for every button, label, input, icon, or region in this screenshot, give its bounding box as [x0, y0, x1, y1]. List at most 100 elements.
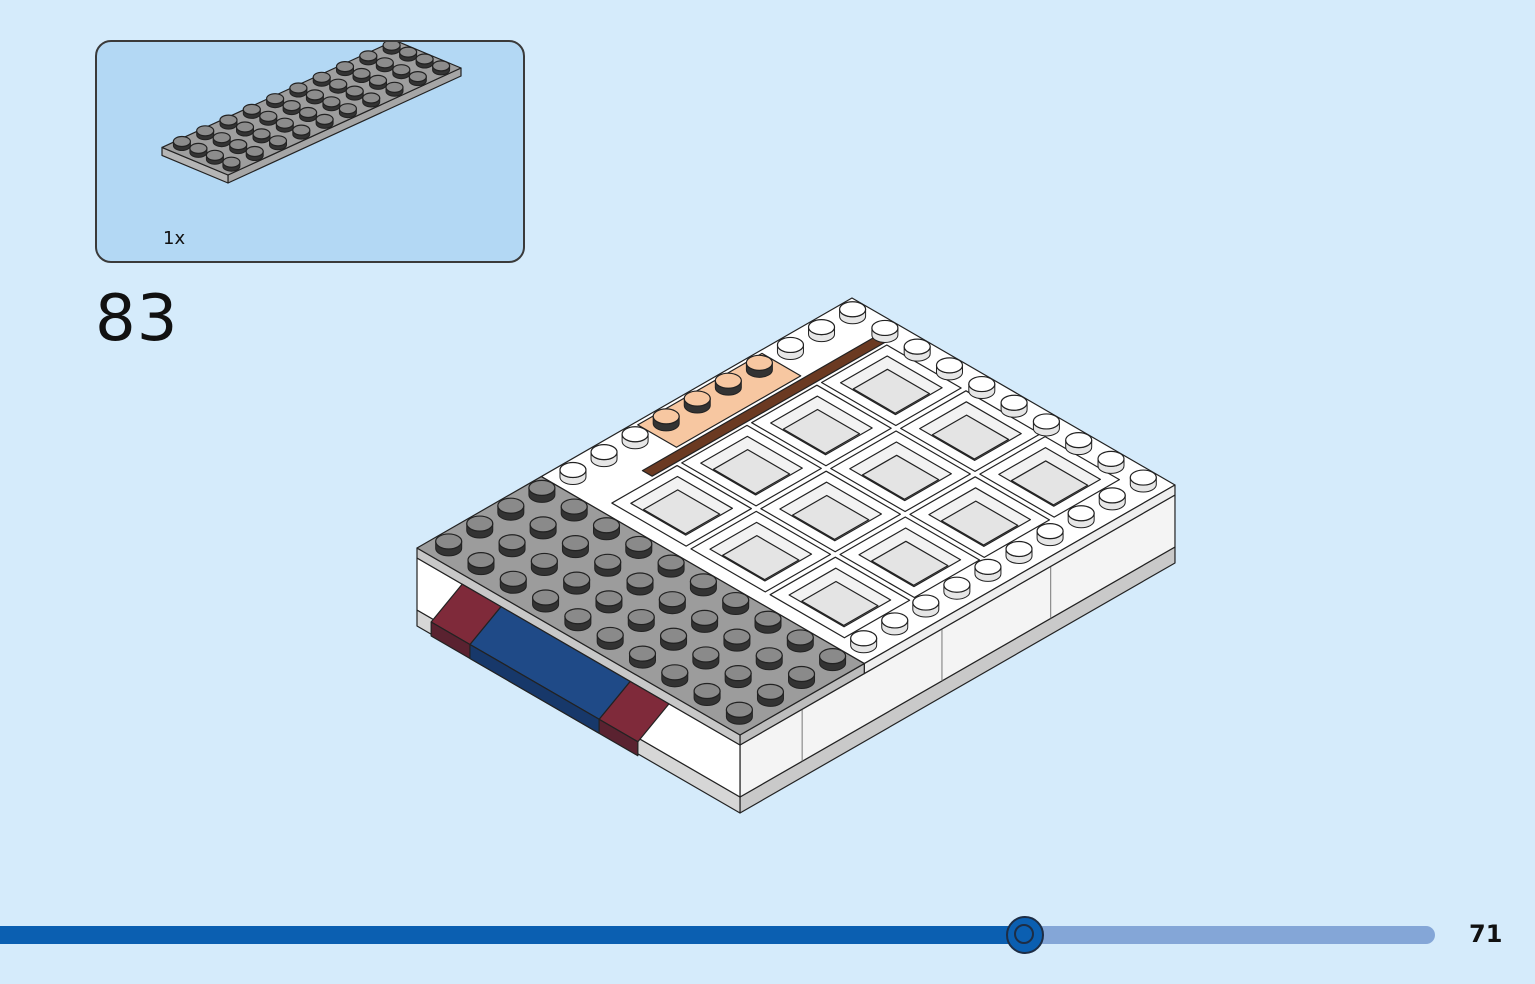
progress-knob[interactable] [1005, 916, 1044, 954]
window-glass [722, 535, 800, 581]
window-glass [791, 494, 870, 541]
white-stud [1036, 523, 1064, 540]
window-glass [871, 540, 949, 586]
stud [329, 78, 348, 90]
stud [219, 114, 238, 126]
window-glass [941, 500, 1019, 546]
gray-plate-stud [435, 533, 463, 550]
white-stud [776, 336, 805, 354]
stud [189, 142, 208, 155]
gray-plate-stud [724, 665, 752, 682]
peach-stud [683, 390, 711, 407]
gray-plate-stud [596, 626, 624, 644]
window-glass [852, 368, 931, 414]
white-stud [912, 594, 940, 611]
stud [359, 50, 378, 62]
gray-plate-stud [625, 535, 653, 553]
peach-stud [714, 372, 742, 389]
stud [345, 85, 364, 97]
gray-plate-stud [756, 683, 785, 700]
stud [275, 117, 294, 129]
step-number: 83 [95, 282, 179, 356]
gray-plate-stud [754, 610, 782, 627]
gray-plate-stud [497, 497, 525, 514]
gray-plate-stud [560, 498, 588, 515]
window-glass [931, 414, 1010, 460]
gray-plate-stud [531, 589, 560, 606]
stud [289, 82, 308, 94]
white-stud [1065, 432, 1093, 449]
stud [352, 67, 371, 80]
gray-plate-stud [466, 515, 494, 532]
white-stud [943, 576, 971, 593]
gray-plate-stud [692, 646, 720, 663]
gray-plate-stud [564, 608, 592, 625]
white-stud [903, 338, 931, 355]
gray-plate-stud [722, 591, 750, 609]
window-glass [712, 449, 791, 495]
white-stud [1000, 394, 1028, 411]
stud [205, 149, 225, 161]
gray-plate-stud [818, 648, 847, 665]
stud [385, 81, 404, 93]
window-glass [861, 454, 940, 500]
gray-plate-stud [689, 573, 717, 590]
gray-plate-stud [755, 647, 783, 664]
gray-plate-stud [626, 572, 654, 589]
stud [382, 42, 401, 51]
gray-plate-stud [657, 554, 685, 571]
stud [315, 113, 334, 126]
blue-tile-front [469, 643, 600, 734]
peach-stud [652, 408, 680, 425]
stud [338, 103, 357, 115]
white-stud [881, 612, 909, 629]
window-glass [801, 580, 879, 627]
progress-bar[interactable] [0, 916, 1435, 954]
progress-fill [0, 926, 1025, 944]
stud [212, 132, 231, 144]
stud [415, 53, 434, 65]
stud [229, 138, 248, 151]
stud [368, 74, 388, 87]
white-stud [935, 357, 964, 374]
stud [196, 125, 215, 137]
gray-plate-stud [628, 645, 657, 662]
gray-plate-stud [528, 479, 556, 496]
white-stud [838, 301, 867, 318]
stud [292, 124, 311, 136]
white-stud [1032, 413, 1060, 430]
white-stud [1067, 505, 1095, 522]
gray-plate-stud [530, 552, 558, 570]
white-stud [974, 558, 1002, 575]
window-glass [1010, 460, 1089, 506]
stud [392, 64, 411, 76]
stud [305, 89, 324, 101]
white-stud [871, 319, 899, 337]
stud [408, 70, 427, 83]
stud [362, 92, 381, 104]
parts-callout-box: 1x [95, 40, 525, 263]
stud [432, 60, 451, 72]
gray-plate-stud [691, 609, 719, 627]
gray-plate-stud [658, 591, 686, 608]
white-stud [1129, 469, 1157, 486]
gray-plate-stud [787, 665, 816, 683]
gray-plate-part-image [161, 42, 462, 184]
gray-plate-stud [467, 552, 495, 569]
window-glass [782, 408, 861, 455]
stud [299, 106, 318, 119]
white-stud [621, 426, 649, 443]
gray-plate-stud [594, 553, 622, 570]
stud [252, 128, 271, 140]
white-stud [1097, 450, 1125, 467]
gray-plate-stud [561, 534, 590, 552]
gray-plate-stud [725, 701, 753, 718]
gray-plate-stud [723, 628, 751, 645]
stud [222, 156, 241, 168]
stud [268, 135, 288, 147]
stud [172, 135, 192, 148]
stud [399, 46, 418, 58]
stud [282, 99, 301, 112]
gray-plate-stud [529, 516, 557, 533]
page-number: 71 [1469, 920, 1503, 948]
